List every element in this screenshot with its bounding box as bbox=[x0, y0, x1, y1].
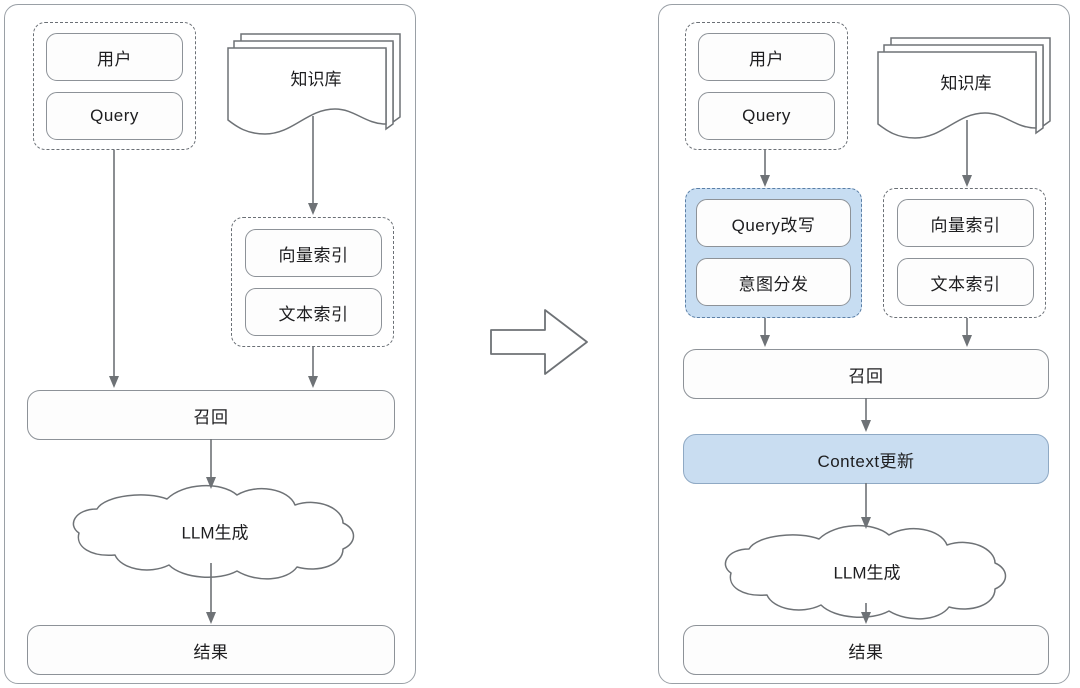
right-node-vector-index[interactable]: 向量索引 bbox=[897, 199, 1034, 247]
left-node-vector-index[interactable]: 向量索引 bbox=[245, 229, 382, 277]
right-user-query-group bbox=[685, 22, 848, 150]
right-node-recall[interactable]: 召回 bbox=[683, 349, 1049, 399]
right-node-context-update-label: Context更新 bbox=[817, 451, 915, 471]
right-node-query-rewrite-label: Query改写 bbox=[731, 215, 816, 235]
right-index-group bbox=[883, 188, 1046, 318]
right-arrow-icon bbox=[487, 306, 591, 378]
left-node-recall-label: 召回 bbox=[193, 407, 229, 427]
left-node-query-label: Query bbox=[90, 106, 139, 125]
right-node-text-index-label: 文本索引 bbox=[930, 274, 1001, 294]
right-node-result-label: 结果 bbox=[848, 642, 884, 662]
left-panel-baseline: 用户 Query 知识库 向量索引 文本索引 召回 bbox=[4, 4, 416, 684]
left-node-text-index[interactable]: 文本索引 bbox=[245, 288, 382, 336]
left-node-user-label: 用户 bbox=[97, 49, 132, 69]
right-node-query[interactable]: Query bbox=[698, 92, 835, 140]
right-knowledge-base[interactable]: 知识库 bbox=[877, 25, 1055, 151]
left-node-user[interactable]: 用户 bbox=[46, 33, 183, 81]
right-node-text-index[interactable]: 文本索引 bbox=[897, 258, 1034, 306]
right-node-user-label: 用户 bbox=[749, 49, 784, 69]
right-panel-enhanced: 用户 Query 知识库 Query改写 意图分发 向量索引 bbox=[658, 4, 1070, 684]
left-node-result[interactable]: 结果 bbox=[27, 625, 395, 675]
left-node-llm[interactable]: LLM生成 bbox=[71, 481, 359, 581]
left-node-text-index-label: 文本索引 bbox=[278, 304, 349, 324]
left-node-vector-index-label: 向量索引 bbox=[278, 245, 349, 265]
left-index-group bbox=[231, 217, 394, 347]
right-node-intent-dispatch[interactable]: 意图分发 bbox=[696, 258, 851, 306]
right-node-query-label: Query bbox=[742, 106, 791, 125]
right-node-llm[interactable]: LLM生成 bbox=[723, 521, 1011, 621]
right-node-user[interactable]: 用户 bbox=[698, 33, 835, 81]
right-node-recall-label: 召回 bbox=[848, 366, 884, 386]
left-knowledge-base[interactable]: 知识库 bbox=[227, 21, 405, 147]
left-node-result-label: 结果 bbox=[193, 642, 229, 662]
right-node-query-rewrite[interactable]: Query改写 bbox=[696, 199, 851, 247]
left-user-query-group bbox=[33, 22, 196, 150]
right-node-result[interactable]: 结果 bbox=[683, 625, 1049, 675]
right-node-intent-dispatch-label: 意图分发 bbox=[738, 274, 809, 294]
right-node-context-update[interactable]: Context更新 bbox=[683, 434, 1049, 484]
right-node-vector-index-label: 向量索引 bbox=[930, 215, 1001, 235]
left-node-query[interactable]: Query bbox=[46, 92, 183, 140]
left-node-recall[interactable]: 召回 bbox=[27, 390, 395, 440]
